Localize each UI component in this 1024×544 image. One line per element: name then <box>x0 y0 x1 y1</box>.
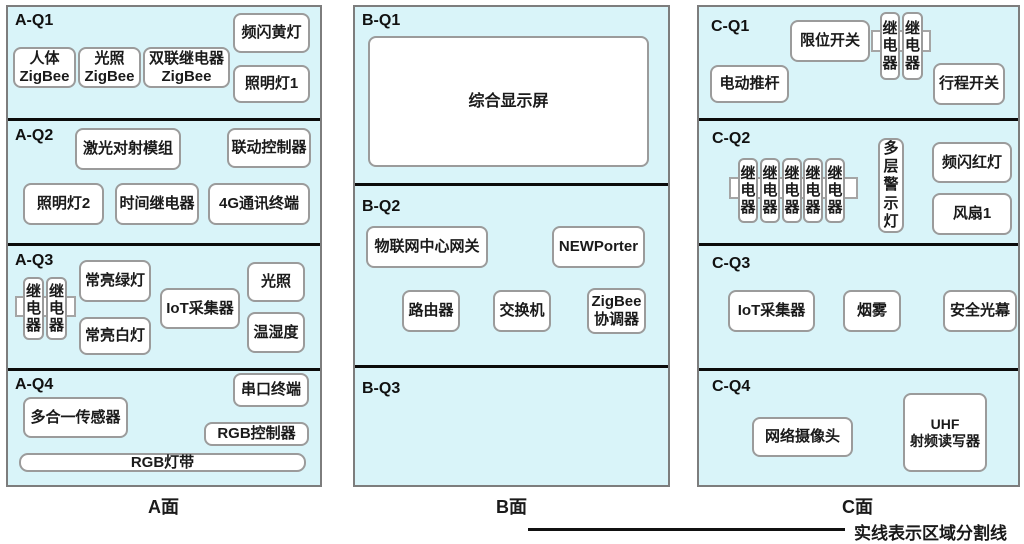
device-serial-terminal: 串口终端 <box>233 373 309 407</box>
device-lamp-2: 照明灯2 <box>23 183 104 225</box>
device-lamp-1: 照明灯1 <box>233 65 310 103</box>
device-rgb-strip: RGB灯带 <box>19 453 306 472</box>
quadrant-title: B-Q1 <box>362 12 401 29</box>
device-relay: 继 电 器 <box>880 12 900 80</box>
device-smoke-sensor: 烟雾 <box>843 290 901 332</box>
panel-b-caption: B面 <box>496 497 527 517</box>
device-rgb-controller: RGB控制器 <box>204 422 309 446</box>
device-uhf-rfid-reader: UHF 射频读写器 <box>903 393 987 472</box>
quadrant-c-q4: C-Q4 网络摄像头 UHF 射频读写器 <box>699 368 1018 485</box>
device-light-sensor: 光照 <box>247 262 305 302</box>
device-travel-switch: 行程开关 <box>933 63 1005 105</box>
device-strobe-yellow-light: 频闪黄灯 <box>233 13 310 53</box>
device-multi-in-one-sensor: 多合一传感器 <box>23 397 128 438</box>
quadrant-b-q2: B-Q2 物联网中心网关 NEWPorter 路由器 交换机 ZigBee 协调… <box>355 183 668 365</box>
device-multilayer-warning-light: 多 层 警 示 灯 <box>878 138 904 233</box>
quadrant-c-q1: C-Q1 限位开关 继 电 器 继 电 器 电动推杆 行程开关 <box>699 7 1018 118</box>
quadrant-title: A-Q3 <box>15 252 54 269</box>
device-light-zigbee: 光照 ZigBee <box>78 47 141 88</box>
quadrant-a-q4: A-Q4 多合一传感器 串口终端 RGB控制器 RGB灯带 <box>8 368 320 485</box>
device-relay: 继 电 器 <box>738 158 758 223</box>
device-iot-gateway: 物联网中心网关 <box>366 226 488 268</box>
quadrant-title: C-Q1 <box>711 18 750 35</box>
device-dual-relay-zigbee: 双联继电器 ZigBee <box>143 47 230 88</box>
quadrant-title: C-Q3 <box>712 255 751 272</box>
quadrant-a-q2: A-Q2 激光对射模组 联动控制器 照明灯2 时间继电器 4G通讯终端 <box>8 118 320 243</box>
device-safety-light-curtain: 安全光幕 <box>943 290 1017 332</box>
quadrant-title: B-Q2 <box>362 198 401 215</box>
device-relay: 继 电 器 <box>46 277 67 340</box>
device-zigbee-coordinator: ZigBee 协调器 <box>587 288 646 334</box>
device-linkage-controller: 联动控制器 <box>227 128 311 168</box>
device-relay: 继 电 器 <box>760 158 780 223</box>
quadrant-c-q3: C-Q3 IoT采集器 烟雾 安全光幕 <box>699 243 1018 368</box>
panel-c-caption: C面 <box>842 497 873 517</box>
device-iot-collector: IoT采集器 <box>728 290 815 332</box>
quadrant-title: C-Q2 <box>712 130 751 147</box>
panel-a-caption: A面 <box>148 497 179 517</box>
device-4g-terminal: 4G通讯终端 <box>208 183 310 225</box>
quadrant-title: A-Q2 <box>15 127 54 144</box>
device-strobe-red-light: 频闪红灯 <box>932 142 1012 183</box>
panel-c: C-Q1 限位开关 继 电 器 继 电 器 电动推杆 行程开关 C-Q2 继 电… <box>697 5 1020 487</box>
device-fan-1: 风扇1 <box>932 193 1012 235</box>
device-relay: 继 电 器 <box>23 277 44 340</box>
legend-label: 实线表示区域分割线 <box>854 524 1007 543</box>
device-relay: 继 电 器 <box>803 158 823 223</box>
quadrant-title: A-Q4 <box>15 376 54 393</box>
device-iot-collector: IoT采集器 <box>160 288 240 329</box>
legend-solid-line <box>528 528 845 531</box>
device-white-light: 常亮白灯 <box>79 317 151 355</box>
device-ip-camera: 网络摄像头 <box>752 417 853 457</box>
device-display-screen: 综合显示屏 <box>368 36 649 167</box>
quadrant-a-q1: A-Q1 人体 ZigBee 光照 ZigBee 双联继电器 ZigBee 频闪… <box>8 7 320 118</box>
device-time-relay: 时间继电器 <box>115 183 199 225</box>
quadrant-title: A-Q1 <box>15 12 54 29</box>
device-electric-pusher: 电动推杆 <box>710 65 789 103</box>
device-human-zigbee: 人体 ZigBee <box>13 47 76 88</box>
device-relay: 继 电 器 <box>902 12 923 80</box>
device-newporter: NEWPorter <box>552 226 645 268</box>
quadrant-b-q1: B-Q1 综合显示屏 <box>355 7 668 183</box>
device-router: 路由器 <box>402 290 460 332</box>
quadrant-a-q3: A-Q3 继 电 器 继 电 器 常亮绿灯 常亮白灯 IoT采集器 光照 温湿度 <box>8 243 320 368</box>
device-limit-switch: 限位开关 <box>790 20 870 62</box>
device-relay: 继 电 器 <box>782 158 802 223</box>
device-green-light: 常亮绿灯 <box>79 260 151 302</box>
panel-b: B-Q1 综合显示屏 B-Q2 物联网中心网关 NEWPorter 路由器 交换… <box>353 5 670 487</box>
quadrant-c-q2: C-Q2 继 电 器 继 电 器 继 电 器 继 电 器 继 电 器 多 层 警… <box>699 118 1018 243</box>
panel-a: A-Q1 人体 ZigBee 光照 ZigBee 双联继电器 ZigBee 频闪… <box>6 5 322 487</box>
device-temp-humidity-sensor: 温湿度 <box>247 312 305 353</box>
quadrant-b-q3: B-Q3 <box>355 365 668 485</box>
device-switch: 交换机 <box>493 290 551 332</box>
quadrant-title: C-Q4 <box>712 378 751 395</box>
device-laser-beam-module: 激光对射模组 <box>75 128 181 170</box>
device-relay: 继 电 器 <box>825 158 845 223</box>
quadrant-title: B-Q3 <box>362 380 401 397</box>
